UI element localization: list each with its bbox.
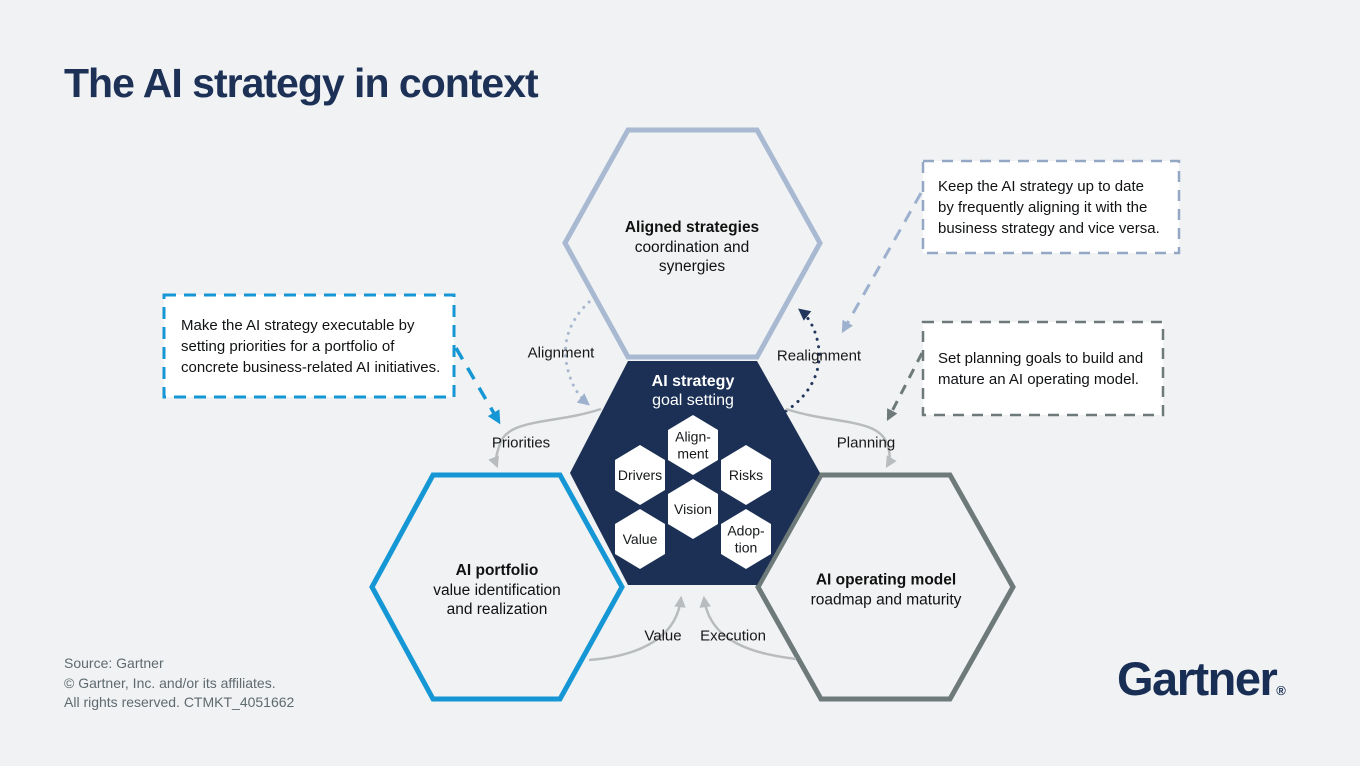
realignment-dotted-arrow	[784, 308, 821, 413]
flow-label-value: Value	[644, 627, 682, 645]
flow-label-realignment: Realignment	[776, 347, 862, 365]
hex-cell-drivers-shape	[615, 445, 665, 505]
ai-operating-model-label: AI operating model roadmap and maturity	[810, 571, 962, 609]
hex-cell-vision-shape	[668, 479, 718, 539]
ai-portfolio-label: AI portfolio value identification and re…	[433, 561, 561, 618]
hex-cell-adoption-shape	[721, 509, 771, 569]
hex-cell-vision: Vision	[674, 500, 712, 517]
source-attribution: Source: Gartner © Gartner, Inc. and/or i…	[64, 655, 295, 710]
callout-box-planning	[921, 320, 1165, 417]
hex-cell-alignment: Align- ment	[675, 428, 711, 462]
flow-label-planning: Planning	[836, 434, 896, 452]
flow-label-execution: Execution	[700, 627, 766, 645]
hex-cell-alignment-shape	[668, 415, 718, 475]
hexagon-ai-operating-model	[755, 472, 1016, 702]
callout-realignment-text: Keep the AI strategy up to date by frequ…	[938, 177, 1160, 237]
hexagon-ai-portfolio	[369, 472, 625, 702]
callout-planning-text: Set planning goals to build and mature a…	[938, 349, 1144, 388]
hexagon-aligned-strategies	[562, 127, 823, 360]
hex-cell-risks-shape	[721, 445, 771, 505]
planning-callout-connector	[886, 352, 924, 422]
callout-priorities-text: Make the AI strategy executable by setti…	[181, 316, 441, 376]
callout-box-realignment	[921, 159, 1181, 255]
hex-cell-value: Value	[622, 530, 658, 547]
value-curve-arrow	[588, 595, 686, 662]
registered-mark-icon: ®	[1276, 683, 1286, 698]
hex-cell-drivers: Drivers	[617, 466, 663, 483]
alignment-dotted-arrow	[563, 295, 597, 406]
hex-cell-adoption: Adop- tion	[727, 522, 765, 556]
hex-cell-risks: Risks	[728, 466, 764, 483]
flow-label-alignment: Alignment	[527, 344, 595, 362]
aligned-strategies-label: Aligned strategies coordination and syne…	[624, 218, 760, 275]
execution-curve-arrow	[699, 595, 797, 661]
ai-strategy-label: AI strategy goal setting	[651, 373, 735, 409]
priorities-callout-connector	[454, 347, 501, 425]
gartner-logo: Gartner®	[1117, 652, 1286, 705]
realignment-callout-connector	[841, 192, 923, 334]
flow-label-priorities: Priorities	[491, 434, 551, 452]
priorities-curve-arrow	[488, 407, 602, 469]
page-title: The AI strategy in context	[64, 60, 539, 106]
hex-cell-value-shape	[615, 509, 665, 569]
planning-curve-arrow	[785, 407, 897, 468]
callout-box-priorities	[162, 293, 456, 399]
